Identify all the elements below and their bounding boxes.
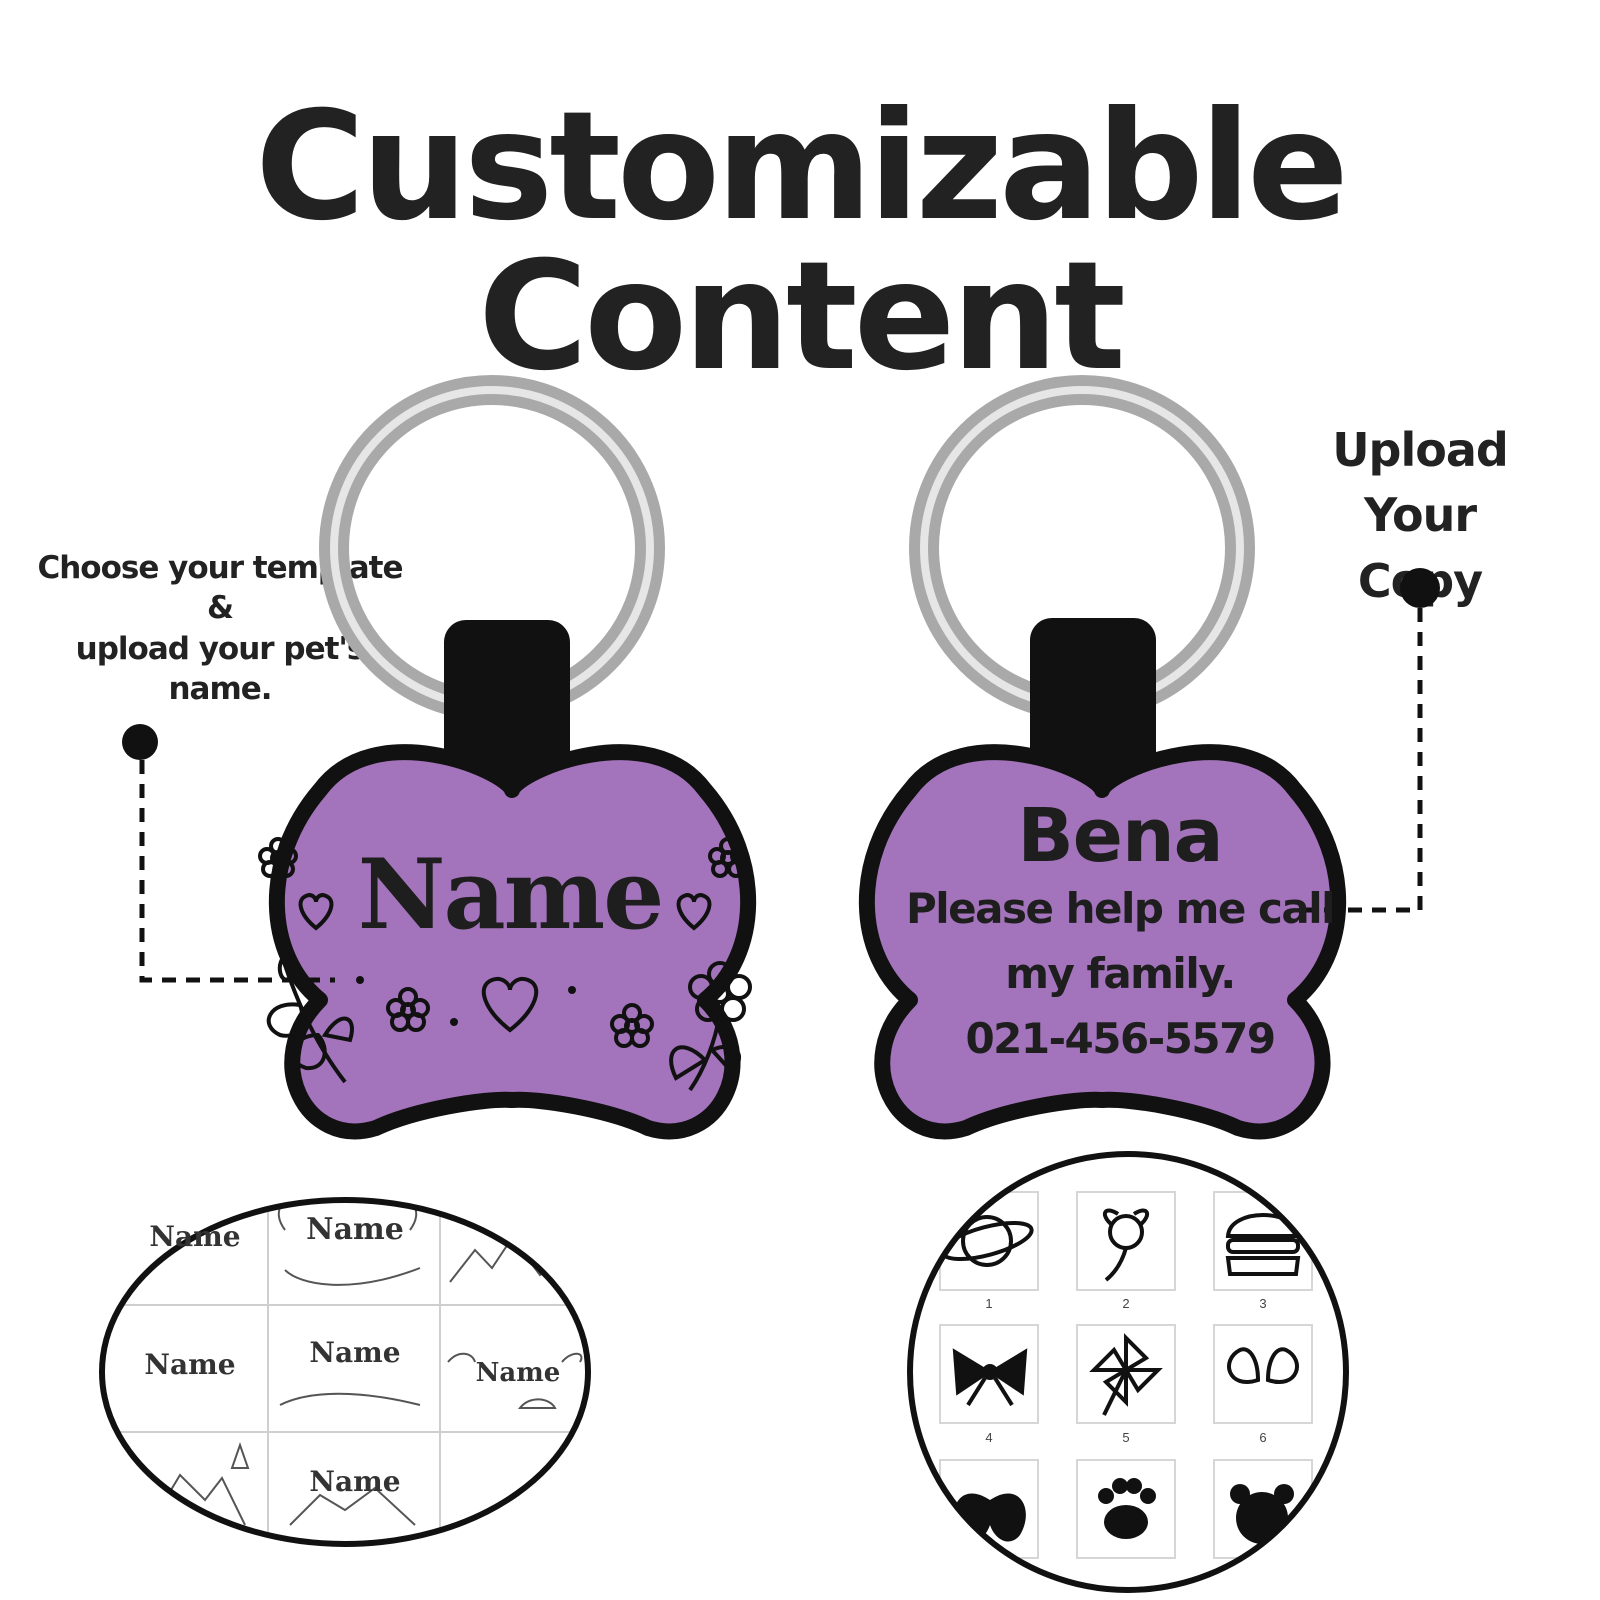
icon-number: 5: [1122, 1430, 1130, 1445]
back-tag-pet-name: Bena: [1017, 793, 1223, 879]
callout-dot-right: [1400, 568, 1440, 608]
flower-icon: [1102, 1208, 1150, 1282]
angel-wings-icon: [1227, 1347, 1299, 1384]
template-sample-label: Name: [475, 1358, 561, 1388]
template-sample-label: Name: [306, 1212, 404, 1247]
icon-number: 6: [1259, 1430, 1267, 1445]
back-tag-phone: 021-456-5579: [965, 1013, 1276, 1063]
icon-number: 2: [1122, 1296, 1130, 1311]
icon-number: 1: [985, 1296, 993, 1311]
template-sample-label: Name: [144, 1348, 236, 1381]
bone-tag-back: [858, 744, 1347, 1140]
heart-icon: [298, 893, 712, 1033]
template-sample-label: Name: [149, 1220, 241, 1253]
pinwheel-icon: [1089, 1333, 1163, 1416]
back-tag-message-line1: Please help me call: [906, 883, 1335, 933]
template-sample-label: Name: [309, 1465, 401, 1498]
front-tag-name: Name: [357, 838, 665, 951]
back-tag-message-line2: my family.: [1005, 948, 1236, 998]
bone-tag-front: [258, 744, 757, 1140]
silicone-loop-left: [444, 620, 570, 800]
icon-samples-circle: [907, 1151, 1349, 1593]
flower-icon: [258, 837, 752, 1092]
template-callout-line2: &: [206, 590, 234, 627]
template-callout-line3: upload your pet's name.: [75, 630, 366, 707]
template-samples-oval: [99, 1197, 591, 1547]
copy-callout: Upload Your Copy: [1270, 418, 1570, 614]
copy-callout-line1: Upload Your: [1332, 423, 1509, 543]
template-sample-label: Name: [309, 1336, 401, 1369]
callout-dot-left: [122, 724, 158, 760]
icon-number: 3: [1259, 1296, 1267, 1311]
paw-icon: [1098, 1478, 1156, 1539]
bow-icon: [952, 1348, 1028, 1407]
back-tag-copy: Bena Please help me call my family. 021-…: [860, 793, 1380, 1071]
icon-number: 4: [985, 1430, 993, 1445]
silicone-loop-right: [1030, 618, 1156, 798]
page-title: Customizable Content: [255, 80, 1349, 404]
